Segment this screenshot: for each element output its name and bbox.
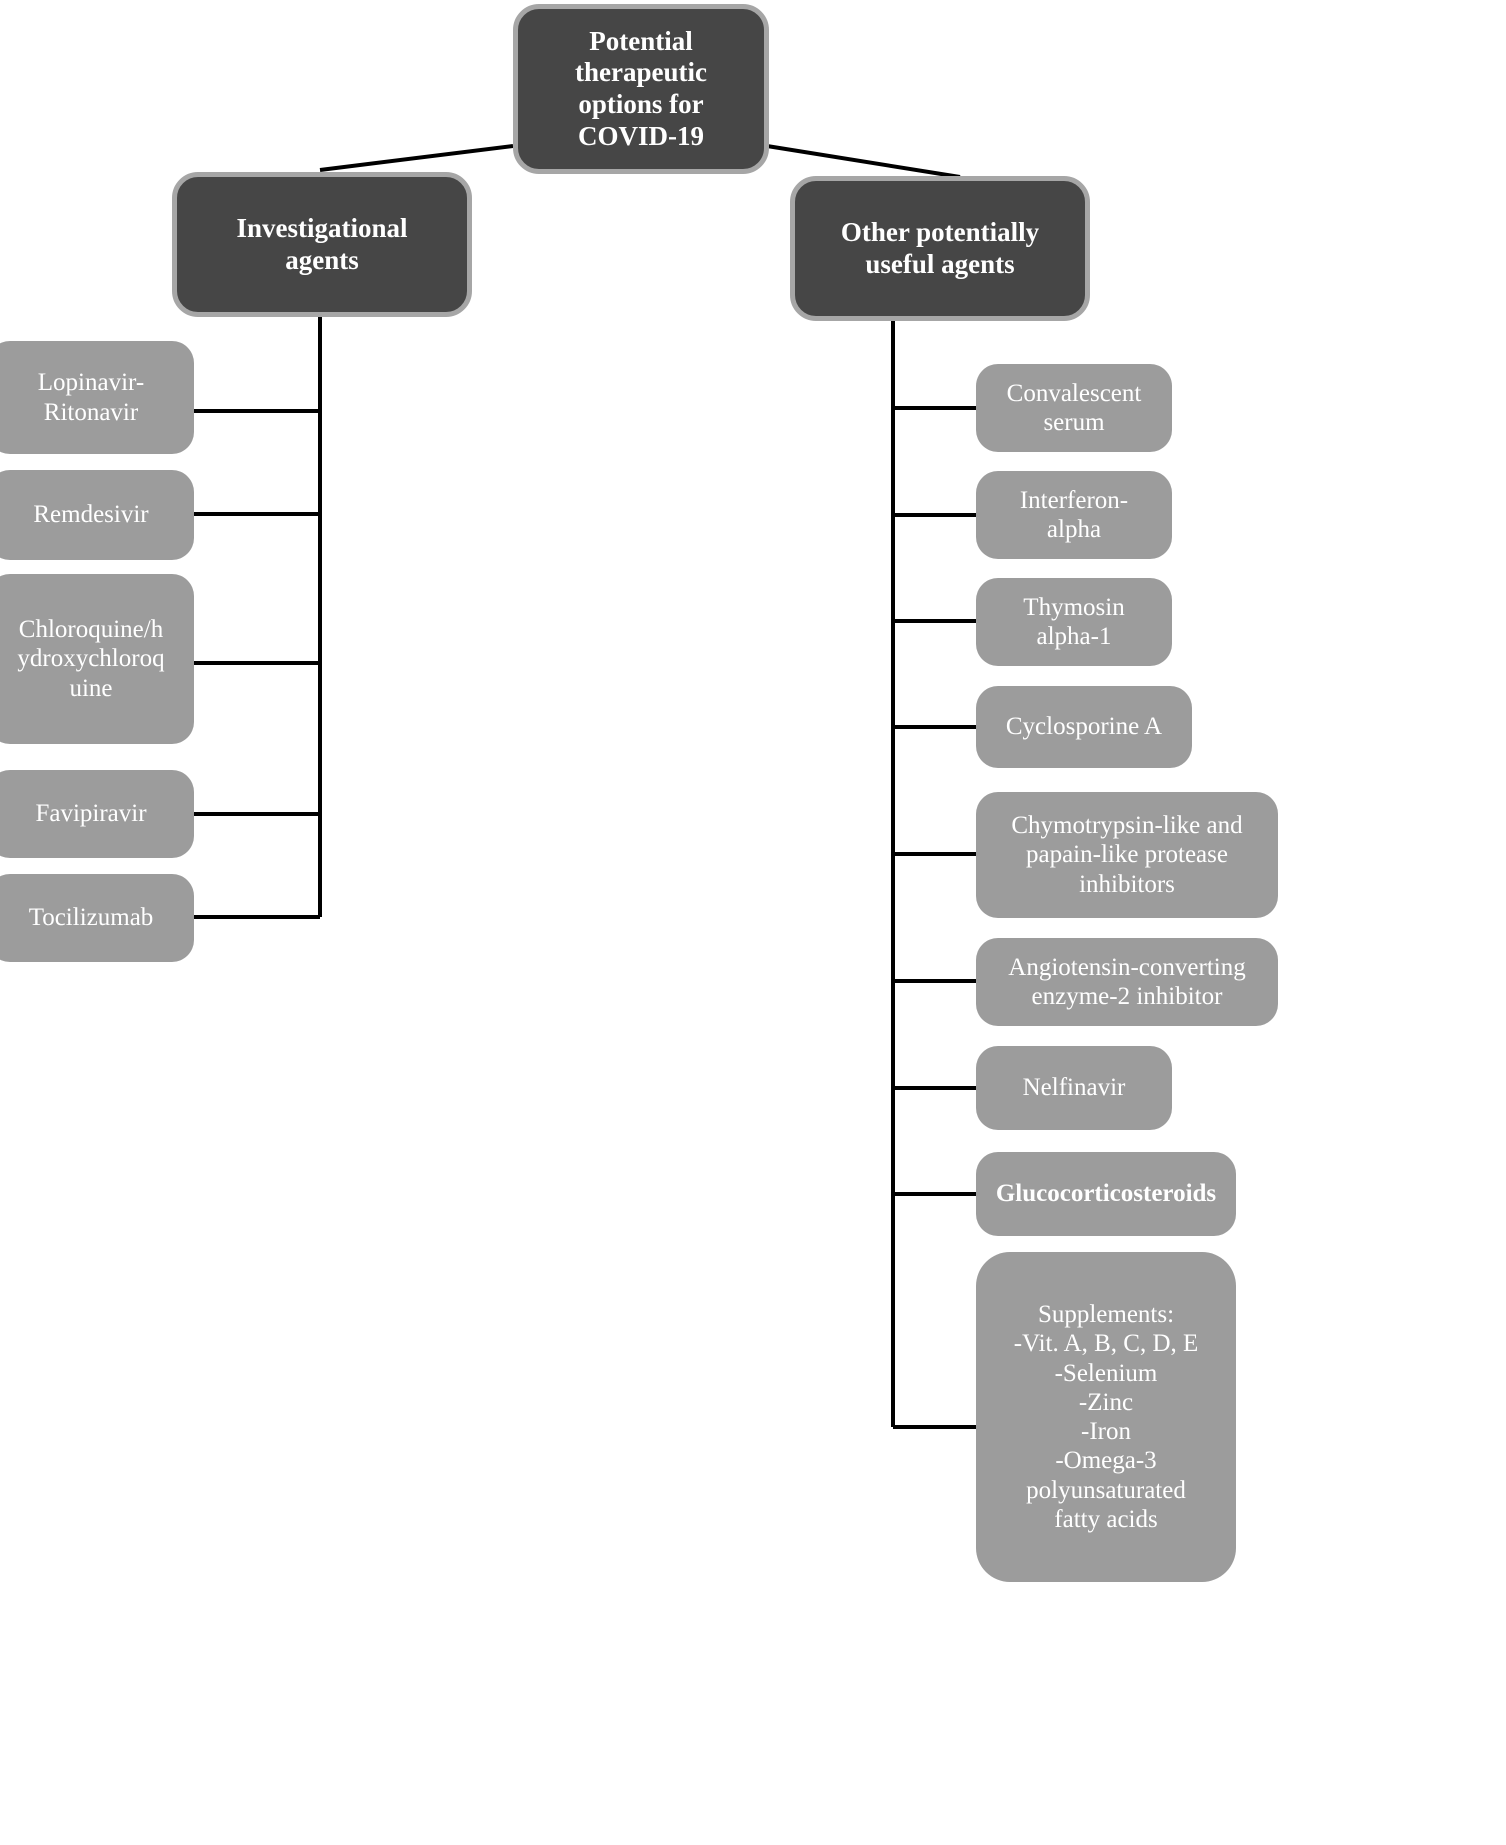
category-node-other-useful-agents[interactable]: Other potentially useful agents bbox=[790, 176, 1090, 321]
leaf-node-protease-inhibitors[interactable]: Chymotrypsin-like and papain-like protea… bbox=[976, 792, 1278, 918]
category-label-investigational-agents: Investigational agents bbox=[236, 212, 408, 275]
root-node-label: Potential therapeutic options for COVID-… bbox=[575, 25, 707, 151]
leaf-label-ace2-inhibitor: Angiotensin-converting enzyme-2 inhibito… bbox=[1008, 953, 1246, 1010]
leaf-node-nelfinavir[interactable]: Nelfinavir bbox=[976, 1046, 1172, 1130]
leaf-node-ace2-inhibitor[interactable]: Angiotensin-converting enzyme-2 inhibito… bbox=[976, 938, 1278, 1026]
leaf-label-supplements: Supplements: -Vit. A, B, C, D, E -Seleni… bbox=[1013, 1301, 1199, 1533]
leaf-label-favipiravir: Favipiravir bbox=[35, 800, 147, 828]
leaf-node-favipiravir[interactable]: Favipiravir bbox=[0, 770, 194, 858]
leaf-node-tocilizumab[interactable]: Tocilizumab bbox=[0, 874, 194, 962]
leaf-label-glucocorticosteroids: Glucocorticosteroids bbox=[995, 1180, 1217, 1208]
leaf-node-supplements[interactable]: Supplements: -Vit. A, B, C, D, E -Seleni… bbox=[976, 1252, 1236, 1582]
leaf-label-protease-inhibitors: Chymotrypsin-like and papain-like protea… bbox=[1011, 812, 1243, 898]
root-node[interactable]: Potential therapeutic options for COVID-… bbox=[513, 4, 769, 174]
leaf-label-chloroquine-hydroxychloroquine: Chloroquine/h ydroxychloroq uine bbox=[17, 616, 165, 702]
leaf-label-tocilizumab: Tocilizumab bbox=[28, 904, 154, 932]
leaf-label-thymosin-alpha-1: Thymosin alpha-1 bbox=[1023, 593, 1125, 650]
category-node-investigational-agents[interactable]: Investigational agents bbox=[172, 172, 472, 317]
leaf-node-remdesivir[interactable]: Remdesivir bbox=[0, 470, 194, 560]
edge-root-to-right bbox=[766, 144, 961, 179]
leaf-node-glucocorticosteroids[interactable]: Glucocorticosteroids bbox=[976, 1152, 1236, 1236]
leaf-node-chloroquine-hydroxychloroquine[interactable]: Chloroquine/h ydroxychloroq uine bbox=[0, 574, 194, 744]
category-label-other-useful-agents: Other potentially useful agents bbox=[840, 216, 1040, 279]
leaf-node-convalescent-serum[interactable]: Convalescent serum bbox=[976, 364, 1172, 452]
leaf-label-cyclosporine-a: Cyclosporine A bbox=[1005, 713, 1163, 741]
leaf-label-remdesivir: Remdesivir bbox=[33, 501, 149, 529]
leaf-label-convalescent-serum: Convalescent serum bbox=[1006, 379, 1142, 436]
leaf-label-interferon-alpha: Interferon- alpha bbox=[1019, 486, 1129, 543]
leaf-node-thymosin-alpha-1[interactable]: Thymosin alpha-1 bbox=[976, 578, 1172, 666]
leaf-node-lopinavir-ritonavir[interactable]: Lopinavir- Ritonavir bbox=[0, 341, 194, 454]
edge-root-to-left bbox=[319, 144, 514, 172]
leaf-label-lopinavir-ritonavir: Lopinavir- Ritonavir bbox=[37, 369, 145, 426]
leaf-node-cyclosporine-a[interactable]: Cyclosporine A bbox=[976, 686, 1192, 768]
leaf-node-interferon-alpha[interactable]: Interferon- alpha bbox=[976, 471, 1172, 559]
leaf-label-nelfinavir: Nelfinavir bbox=[1022, 1074, 1126, 1102]
